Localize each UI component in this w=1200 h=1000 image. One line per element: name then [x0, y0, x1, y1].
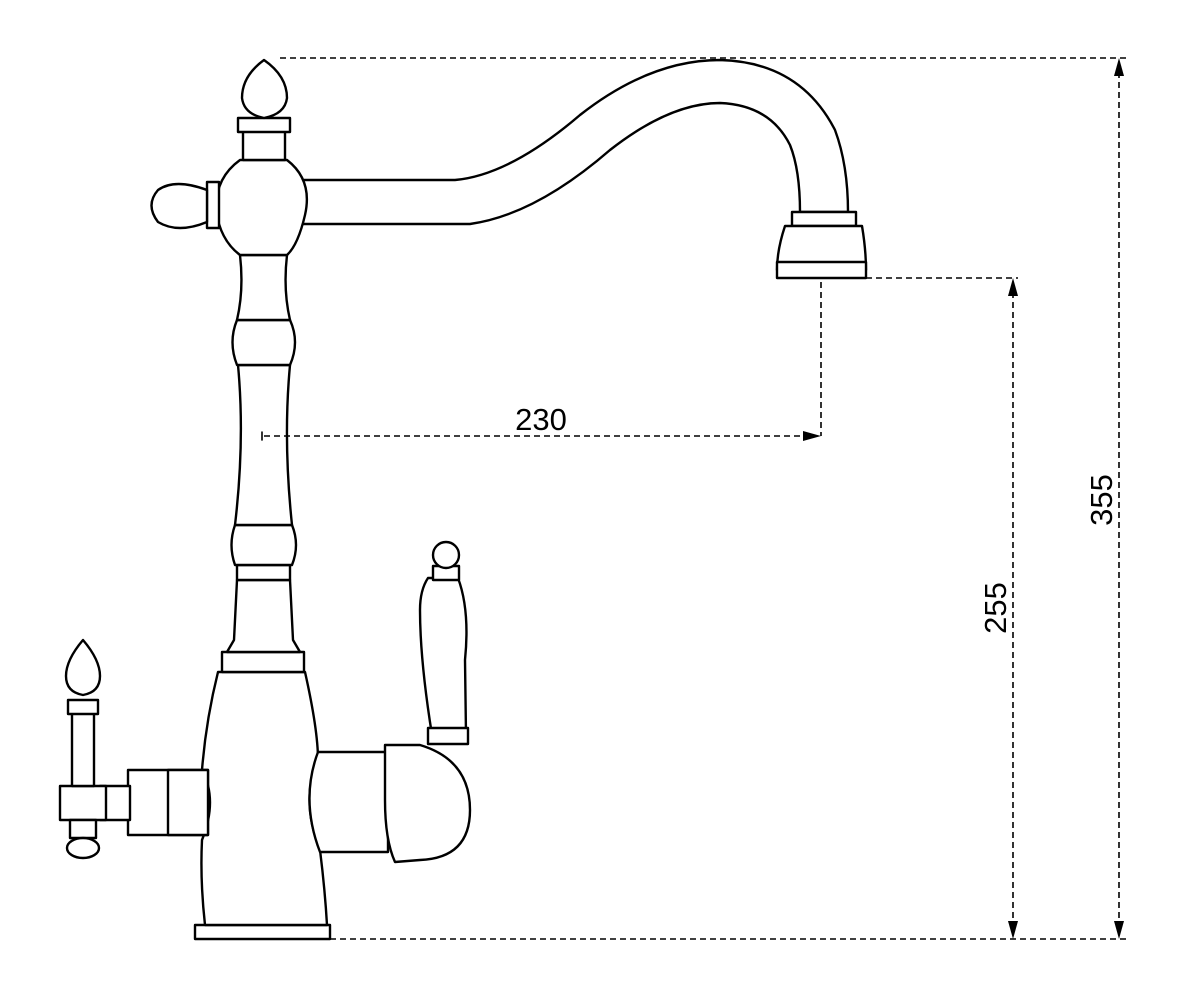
left-handle-bottom-knob [65, 836, 101, 860]
faucet-outline [58, 58, 868, 941]
spout-height-arrow-top [1008, 278, 1018, 296]
side-knob [150, 182, 209, 230]
right-handle-lever [418, 576, 468, 737]
base-plate [193, 923, 332, 941]
top-finial [240, 58, 289, 120]
main-body [200, 670, 329, 927]
column-main-shaft [233, 363, 294, 527]
overall-height-arrow-top [1114, 58, 1124, 76]
column-lower-bulb [230, 523, 298, 567]
left-handle-lever-collar [66, 698, 100, 716]
upper-hub-ring [236, 116, 292, 134]
left-handle-finial [64, 638, 102, 697]
upper-hub-collar [241, 128, 287, 162]
dimension-lines [261, 57, 1128, 940]
left-handle-lever [70, 710, 96, 788]
overall-height-arrow-bottom [1114, 921, 1124, 939]
left-side-collar [166, 768, 210, 837]
spout-height-arrow-bottom [1008, 921, 1018, 939]
spout-height-label: 255 [978, 582, 1013, 634]
upper-hub [214, 158, 309, 257]
left-handle-lower-neck [68, 818, 98, 840]
right-side-connector [308, 750, 390, 854]
column-lower-ring [235, 563, 292, 582]
column-upper-shaft [235, 253, 292, 322]
spout-reach-arrow-right [803, 431, 821, 441]
right-handle-collar [426, 726, 470, 746]
column-upper-bulb [231, 318, 297, 367]
side-knob-collar [205, 180, 221, 230]
column-base-collar [220, 650, 306, 674]
aerator-bottom-lip [775, 260, 868, 280]
right-handle-knob [431, 540, 461, 570]
spout-reach-label: 230 [515, 402, 567, 437]
right-handle-hub [383, 743, 472, 864]
overall-height-label: 355 [1084, 474, 1119, 526]
aerator-top-ring [790, 210, 858, 228]
left-handle-block [58, 784, 108, 822]
column-lower-shaft [225, 578, 302, 654]
spout-pipe [298, 58, 850, 226]
